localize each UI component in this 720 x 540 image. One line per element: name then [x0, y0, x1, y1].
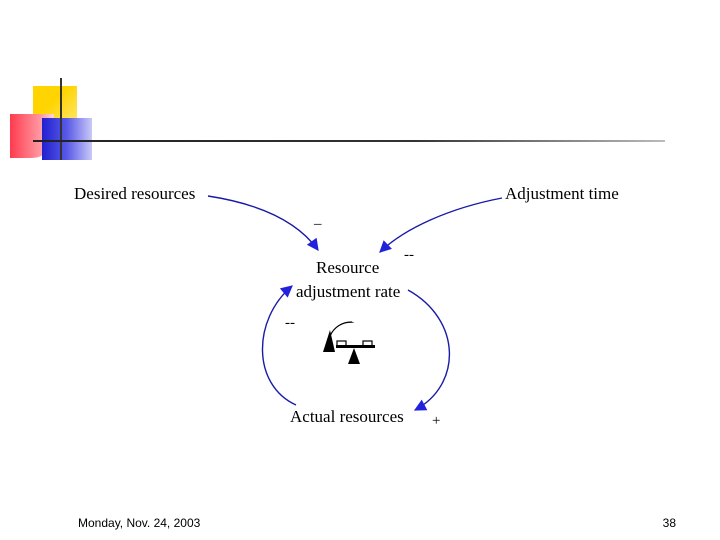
logo-square-blue	[42, 118, 92, 160]
link-actual-to-rate	[261, 285, 297, 406]
title-horizontal-rule	[33, 140, 665, 142]
balance-scale-icon	[336, 340, 375, 364]
node-rate-line2: adjustment rate	[296, 282, 400, 301]
loop-arrowhead-icon	[323, 330, 335, 352]
node-adjustment-time: Adjustment time	[505, 184, 619, 203]
title-vertical-rule	[60, 78, 62, 160]
footer-date: Monday, Nov. 24, 2003	[78, 516, 201, 530]
link-desired-to-rate	[207, 195, 319, 251]
sign-rate-to-actual: +	[432, 413, 440, 429]
node-actual-resources: Actual resources	[290, 407, 404, 426]
sign-time-to-rate: --	[404, 247, 414, 263]
footer-page-number: 38	[662, 516, 676, 530]
sign-actual-to-rate: --	[285, 315, 295, 331]
node-desired-resources: Desired resources	[74, 184, 195, 203]
link-time-to-rate	[379, 197, 503, 253]
loop-polarity-arc	[329, 321, 353, 337]
sign-loop-polarity: –	[345, 314, 354, 330]
node-rate-line1: Resource	[316, 258, 379, 277]
link-rate-to-actual	[407, 289, 451, 411]
sign-desired-to-rate: –	[313, 216, 322, 232]
